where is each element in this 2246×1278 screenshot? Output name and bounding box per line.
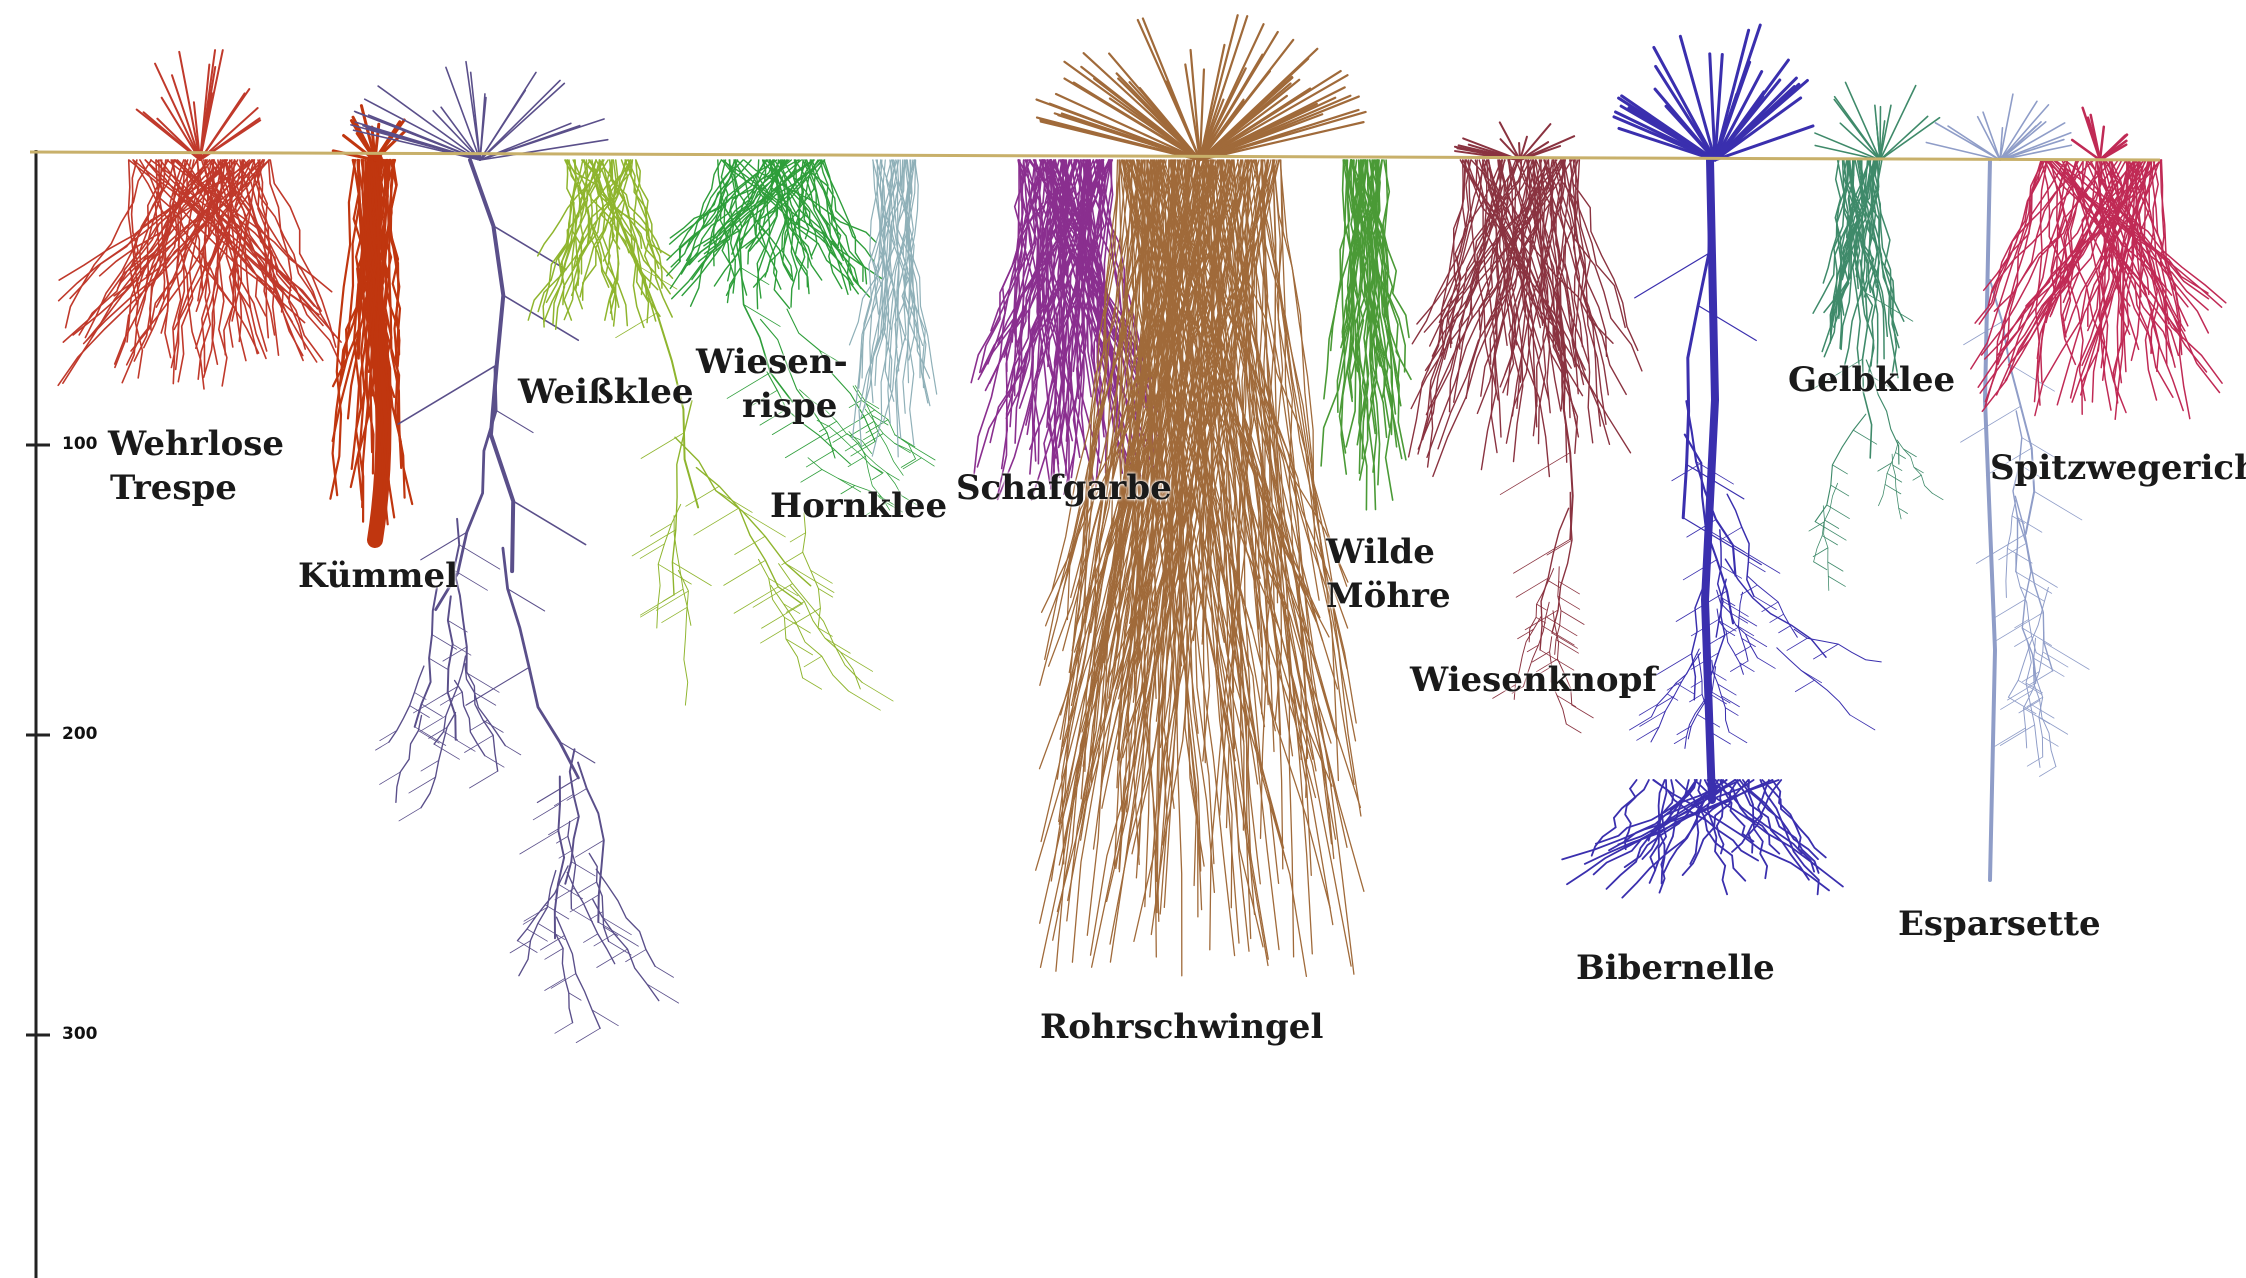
label-wehrlose-trespe-line2: Trespe <box>110 466 284 510</box>
label-kuemmel: Kümmel <box>298 554 458 598</box>
label-wiesenrispe: Wiesen- rispe <box>696 340 848 428</box>
label-wiesenrispe-line1: Wiesen- <box>696 340 848 384</box>
label-wilde-moehre: Wilde Möhre <box>1326 530 1451 618</box>
label-spitzwegerich: Spitzwegerich <box>1990 446 2246 490</box>
label-wehrlose-trespe-line1: Wehrlose <box>108 422 284 466</box>
label-gelbklee: Gelbklee <box>1788 358 1955 402</box>
label-rohrschwingel: Rohrschwingel <box>1040 1005 1323 1049</box>
label-wiesenrispe-line2: rispe <box>742 384 848 428</box>
label-bibernelle: Bibernelle <box>1576 946 1775 990</box>
label-schafgarbe: Schafgarbe <box>956 466 1172 510</box>
label-weissklee: Weißklee <box>518 370 694 414</box>
label-wilde-moehre-line1: Wilde <box>1326 530 1451 574</box>
label-hornklee: Hornklee <box>770 484 947 528</box>
depth-label-200: 200 <box>62 724 98 744</box>
label-wehrlose-trespe: Wehrlose Trespe <box>108 422 284 510</box>
depth-label-300: 300 <box>62 1024 98 1044</box>
label-wilde-moehre-line2: Möhre <box>1326 574 1451 618</box>
label-wiesenknopf: Wiesenknopf <box>1410 658 1657 702</box>
depth-label-100: 100 <box>62 434 98 454</box>
label-esparsette: Esparsette <box>1898 902 2101 946</box>
